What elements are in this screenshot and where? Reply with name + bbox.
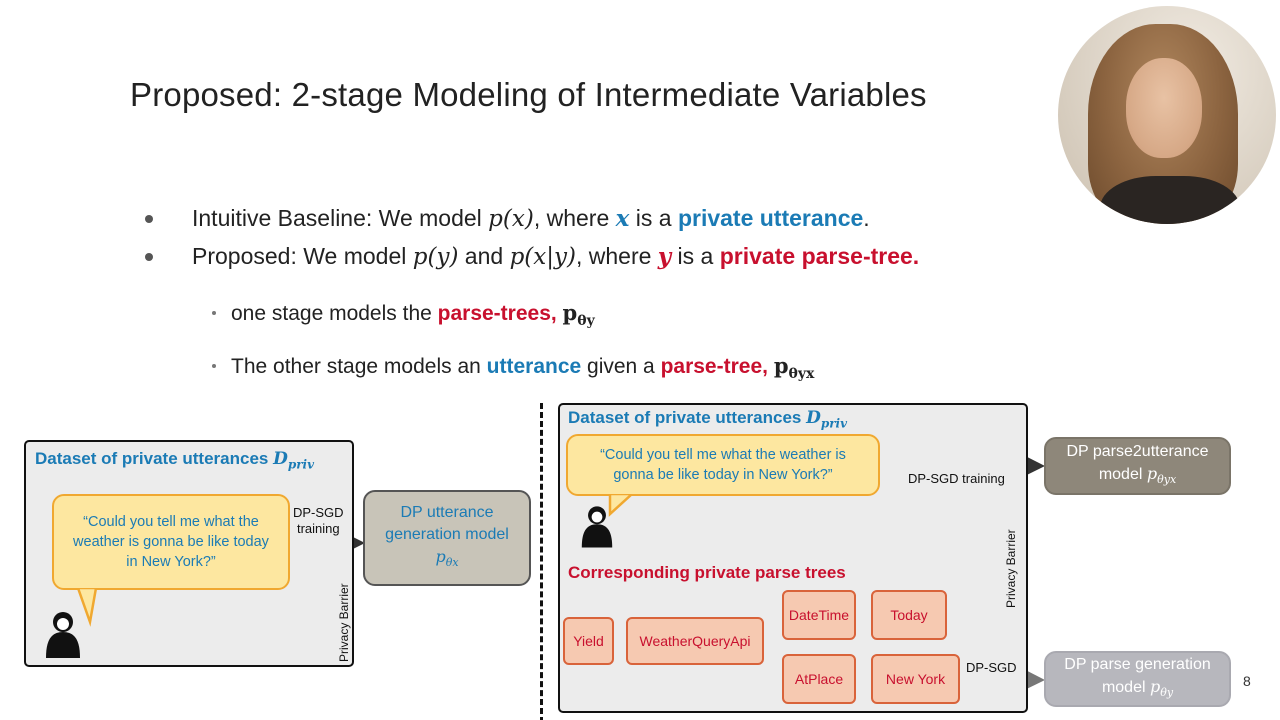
left-utterance-bubble: “Could you tell me what the weather is g… [52,494,290,590]
math-d: D [806,408,821,428]
person-icon [46,612,80,658]
math-p: p [1146,463,1158,483]
right-privacy-barrier: Privacy Barrier [1004,529,1018,608]
bullet-text: is a [629,205,678,231]
panel-title-text: Dataset of private utterances [568,408,807,427]
math-pxy: p(x|y) [509,244,576,270]
bullet-dot [145,253,153,261]
model-label-text: model [1098,465,1147,483]
bullet-text: . [863,205,870,231]
subbullet-text: one stage models the [231,302,438,325]
bullet-text: and [458,243,510,269]
bullet-text: is a [671,243,720,269]
var-x: x [615,205,630,232]
node-datetime: DateTime [782,590,856,640]
right-bottom-edge-label: DP-SGD [966,660,1017,675]
math-py: p(y) [412,244,459,270]
model-math: pθx [435,546,458,574]
speaker-webcam [1058,6,1276,224]
bullet-prefix: Intuitive Baseline: We model [192,205,489,231]
node-yield: Yield [563,617,614,665]
math-px: p(x) [488,206,534,232]
right-top-edge-label: DP-SGD training [908,471,1005,486]
webcam-shirt [1100,176,1240,224]
right-bubble-tail [608,494,634,517]
model-math: pθyx [1146,463,1177,487]
math-p-theta-yx: pθyx [773,353,815,382]
person-icon [581,506,613,548]
math-sub: θyx [788,366,815,383]
model-math: pθy [1149,676,1174,700]
bullet-text: , where [533,205,616,231]
right-panel-title: Dataset of private utterances Dpriv [568,408,847,430]
node-newyork: New York [871,654,960,704]
highlight-parse-trees: parse-trees, [437,302,563,325]
model-label-text: model [1101,678,1150,696]
webcam-face [1126,58,1202,158]
model-label-line: DP parse generation [1064,655,1211,673]
math-sub: priv [287,457,315,472]
var-y: y [657,243,672,270]
highlight-private-parse-tree: private parse-tree. [719,243,920,269]
subbullet-text: given a [581,355,661,378]
math-sub: priv [820,416,848,431]
subbullet-dot [212,311,216,315]
left-privacy-barrier: Privacy Barrier [337,583,351,662]
highlight-private-utterance: private utterance [677,205,864,231]
math-sub: θyx [1157,473,1177,487]
math-p-theta-y: pθy [562,300,595,329]
subbullet-dot [212,364,216,368]
slide-number: 8 [1243,673,1251,689]
left-edge-label: DP-SGD training [293,505,344,537]
highlight-utterance: utterance [486,355,582,378]
math-p: p [562,300,578,325]
dp-parse2utterance-model: DP parse2utterance model pθyx [1044,437,1231,495]
math-sub: θx [445,556,459,570]
dp-parse-generation-model: DP parse generation model pθy [1044,651,1231,707]
parse-trees-title: Corresponding private parse trees [568,563,846,582]
math-p: p [1149,676,1161,696]
math-p: p [773,353,789,378]
edge-label-line: DP-SGD [293,505,344,520]
node-weatherqueryapi: WeatherQueryApi [626,617,764,665]
right-utterance-bubble: “Could you tell me what the weather is g… [566,434,880,496]
model-label-line: DP parse2utterance [1066,442,1209,460]
bullet-text: , where [575,243,658,269]
panel-title-text: Dataset of private utterances [35,449,274,468]
subbullet-text: The other stage models an [231,355,487,378]
left-dp-utterance-model: DP utterance generation model pθx [363,490,531,586]
math-sub: θy [1160,686,1174,700]
math-sub: θy [577,313,595,330]
left-bubble-tail [76,588,98,627]
model-label-line: DP utterance [400,503,494,521]
slide-title: Proposed: 2-stage Modeling of Intermedia… [130,76,927,113]
edge-label-line: training [296,521,340,536]
math-p: p [435,546,446,566]
math-d: D [273,449,288,469]
node-today: Today [871,590,947,640]
left-panel-title: Dataset of private utterances Dpriv [35,449,314,471]
model-label-line: generation model [385,525,509,543]
bullet-dot [145,215,153,223]
model-label-line: model pθyx [1099,463,1176,491]
highlight-parse-tree: parse-tree, [660,355,774,378]
model-label-line: model pθy [1102,676,1173,704]
bullet-prefix: Proposed: We model [192,243,413,269]
diagram-divider [540,403,543,720]
node-atplace: AtPlace [782,654,856,704]
